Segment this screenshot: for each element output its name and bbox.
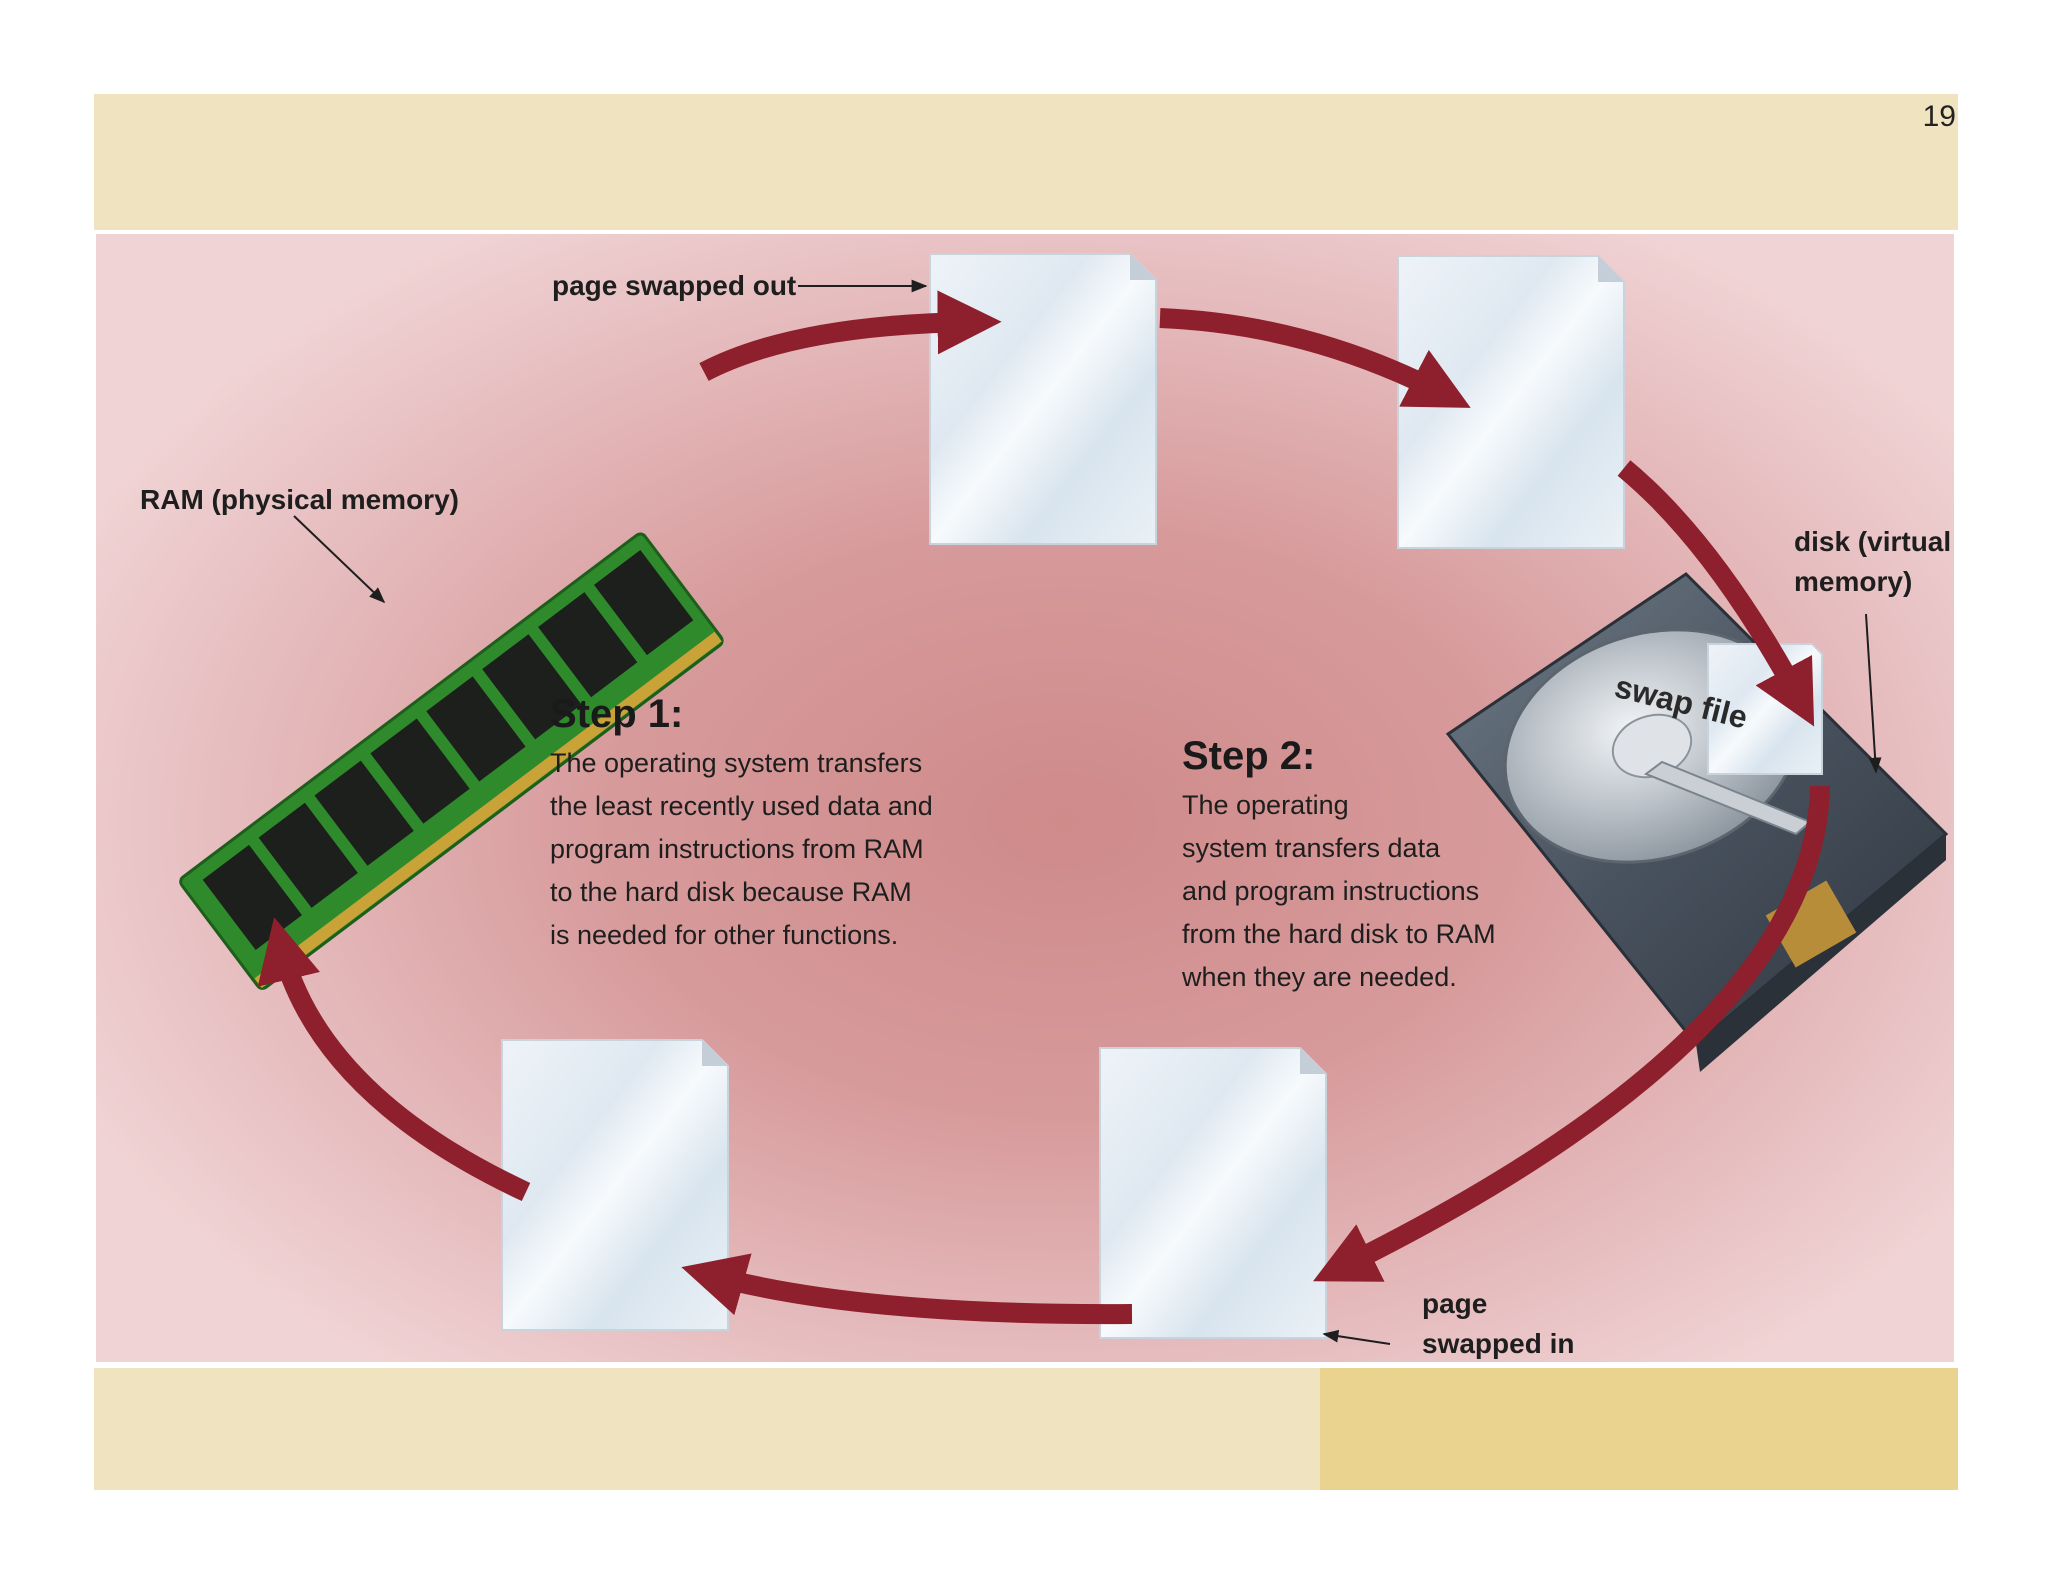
arrow-page-to-page [1159, 308, 1471, 408]
arrow-page-to-ram [257, 917, 531, 1202]
bottom-band-left [94, 1368, 1320, 1490]
disk-label-line1: disk (virtual [1794, 526, 1952, 557]
virtual-memory-diagram: page swapped out RAM (physical memory) d… [96, 234, 1954, 1362]
page-number: 19 [1922, 100, 1956, 133]
step1-title: Step 1: [550, 692, 684, 736]
label-pointers [293, 279, 1882, 1345]
step2-title: Step 2: [1182, 734, 1316, 778]
top-band [94, 94, 1958, 230]
step1-body: The operating system transfers the least… [550, 748, 933, 950]
diagram-graphics [179, 253, 1949, 1345]
step2-body: The operating system transfers data and … [1182, 790, 1496, 992]
arrow-page-to-page-bottom [681, 1253, 1133, 1325]
arrow-page-to-disk [1617, 460, 1815, 727]
disk-label-line2: memory) [1794, 566, 1913, 597]
page-icon [929, 253, 1157, 545]
bottom-band-right [1320, 1368, 1958, 1490]
page-swapped-in-label-line2: swapped in [1422, 1328, 1575, 1359]
page-icon [1397, 255, 1625, 549]
page-icon [1099, 1047, 1327, 1339]
page-icon [501, 1039, 729, 1331]
arrow-disk-to-page [1313, 785, 1830, 1282]
ram-label: RAM (physical memory) [140, 484, 459, 515]
hard-disk-icon [1445, 572, 1949, 1072]
arrow-ram-to-page [699, 290, 1002, 381]
page-swapped-out-label: page swapped out [552, 270, 797, 301]
page-swapped-in-label-line1: page [1422, 1288, 1488, 1319]
cycle-arrows [257, 290, 1830, 1325]
